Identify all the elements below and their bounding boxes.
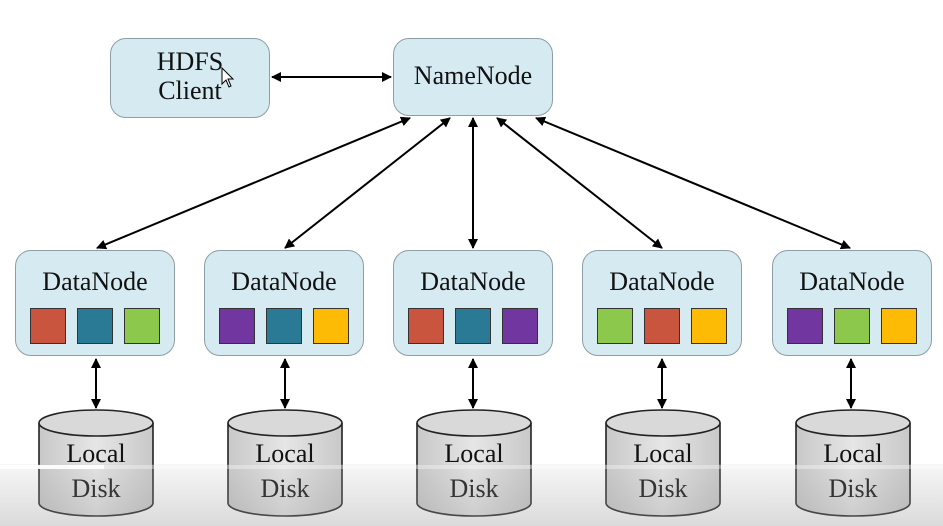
data-block-green — [124, 308, 160, 344]
disk-label-line1: Local — [66, 439, 126, 468]
hdfs-client-label-line2: Client — [158, 76, 222, 105]
disk-cylinder-icon — [416, 409, 532, 517]
video-progress-fill — [0, 465, 104, 469]
datanode-2: DataNode — [204, 250, 364, 356]
disk-cylinder-icon — [795, 409, 911, 517]
mouse-cursor-icon — [221, 67, 235, 88]
data-block-purple — [219, 308, 255, 344]
disk-label-line1: Local — [255, 439, 315, 468]
datanode-label: DataNode — [799, 267, 905, 296]
namenode-datanode-4-arrow — [496, 117, 663, 249]
disk-cylinder-icon — [605, 409, 721, 517]
data-block-red — [30, 308, 66, 344]
datanode-label: DataNode — [231, 267, 337, 296]
disk-label-line1: Local — [633, 439, 693, 468]
namenode-datanode-2-arrow — [284, 117, 451, 249]
data-block-yellow — [881, 308, 917, 344]
datanode-1: DataNode — [15, 250, 175, 356]
disk-label-line1: Local — [444, 439, 504, 468]
data-block-teal — [77, 308, 113, 344]
disk-cylinder-icon — [227, 409, 343, 517]
data-block-yellow — [691, 308, 727, 344]
data-block-green — [597, 308, 633, 344]
disk-label-line2: Disk — [638, 474, 688, 503]
block-list — [583, 308, 741, 344]
disk-cylinder-icon — [38, 409, 154, 517]
datanode-label: DataNode — [42, 267, 148, 296]
data-block-red — [408, 308, 444, 344]
datanode-4: DataNode — [582, 250, 742, 356]
data-block-teal — [455, 308, 491, 344]
disk-label-line2: Disk — [449, 474, 499, 503]
datanode-label: DataNode — [609, 267, 715, 296]
hdfs-client-node: HDFS Client — [110, 38, 270, 118]
hdfs-client-label-line1: HDFS — [156, 47, 224, 76]
block-list — [773, 308, 931, 344]
datanode-3: DataNode — [393, 250, 553, 356]
data-block-yellow — [313, 308, 349, 344]
data-block-purple — [502, 308, 538, 344]
disk-label-line2: Disk — [828, 474, 878, 503]
namenode-datanode-5-arrow — [535, 116, 851, 250]
disk-label-line2: Disk — [71, 474, 121, 503]
namenode-label: NameNode — [413, 61, 533, 90]
datanode-5: DataNode — [772, 250, 932, 356]
data-block-teal — [266, 308, 302, 344]
disk-label-line2: Disk — [260, 474, 310, 503]
data-block-purple — [787, 308, 823, 344]
video-progress-bar[interactable] — [0, 465, 943, 469]
namenode-datanode-1-arrow — [96, 116, 411, 250]
namenode: NameNode — [393, 38, 553, 116]
data-block-green — [834, 308, 870, 344]
block-list — [205, 308, 363, 344]
block-list — [394, 308, 552, 344]
datanode-label: DataNode — [420, 267, 526, 296]
block-list — [16, 308, 174, 344]
data-block-red — [644, 308, 680, 344]
disk-label-line1: Local — [823, 439, 883, 468]
